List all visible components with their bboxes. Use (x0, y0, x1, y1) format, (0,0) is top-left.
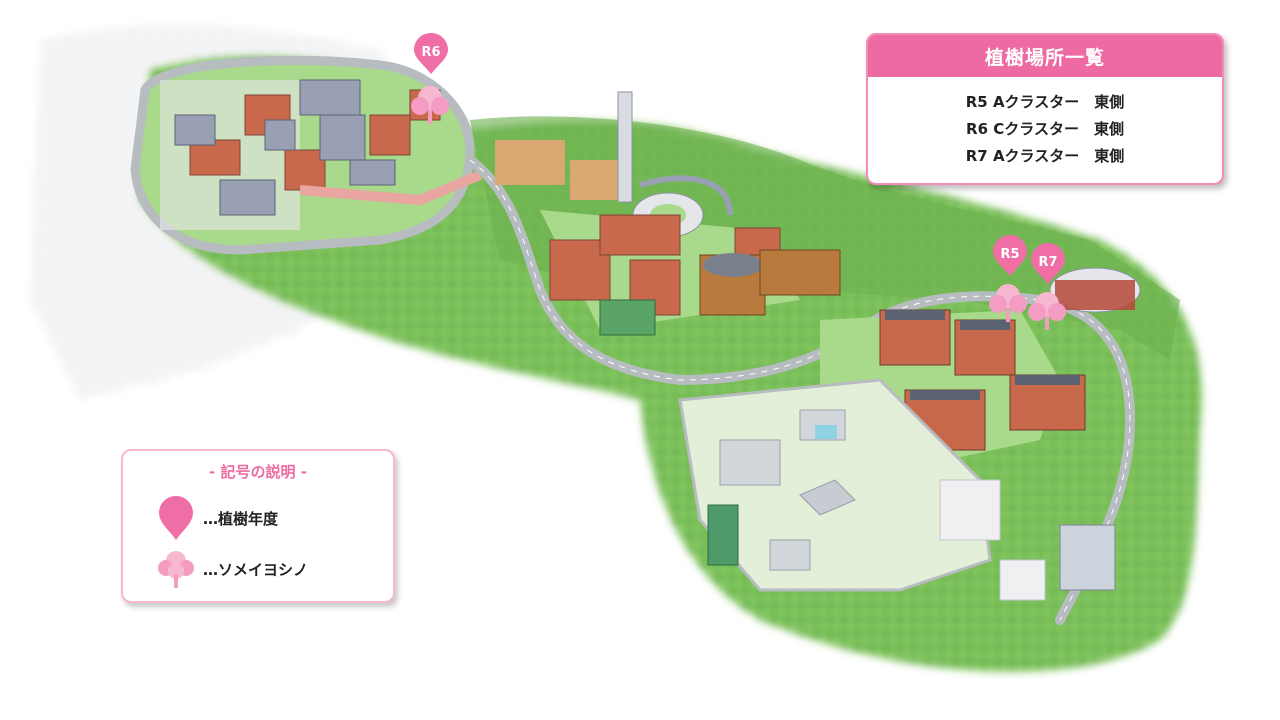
planting-locations-panel: 植樹場所一覧 R5 Aクラスター 東側 R6 Cクラスター 東側 R7 Aクラス… (866, 33, 1224, 185)
legend-label: …植樹年度 (203, 509, 279, 528)
cherry-tree-r7 (1028, 292, 1066, 330)
marker-r5[interactable]: R5 (993, 235, 1027, 276)
cherry-tree-r5 (989, 284, 1027, 322)
marker-r6[interactable]: R6 (414, 33, 448, 74)
marker-r7[interactable]: R7 (1031, 243, 1065, 284)
location-item: R7 Aクラスター 東側 (965, 147, 1125, 165)
legend-label: …ソメイヨシノ (203, 560, 309, 579)
panel-title: 植樹場所一覧 (868, 35, 1222, 77)
marker-label: R7 (1038, 255, 1057, 270)
central-campus (495, 91, 841, 336)
marker-label: R6 (421, 45, 440, 60)
location-item: R6 Cクラスター 東側 (966, 120, 1124, 138)
south-grounds (678, 378, 1116, 601)
tower (617, 91, 633, 203)
map-pin-icon (159, 496, 193, 540)
legend-panel: - 記号の説明 - …植樹年度 …ソメイヨシノ (121, 449, 395, 603)
legend-item-tree: …ソメイヨシノ (157, 549, 308, 589)
cherry-tree-r6 (411, 86, 449, 124)
marker-label: R5 (1000, 247, 1019, 262)
location-item: R5 Aクラスター 東側 (965, 93, 1125, 111)
location-list: R5 Aクラスター 東側 R6 Cクラスター 東側 R7 Aクラスター 東側 (868, 89, 1222, 170)
legend-item-pin: …植樹年度 (157, 494, 278, 542)
legend-title: - 記号の説明 - (209, 463, 307, 481)
cherry-tree-icon (158, 551, 194, 588)
north-campus (130, 55, 482, 255)
